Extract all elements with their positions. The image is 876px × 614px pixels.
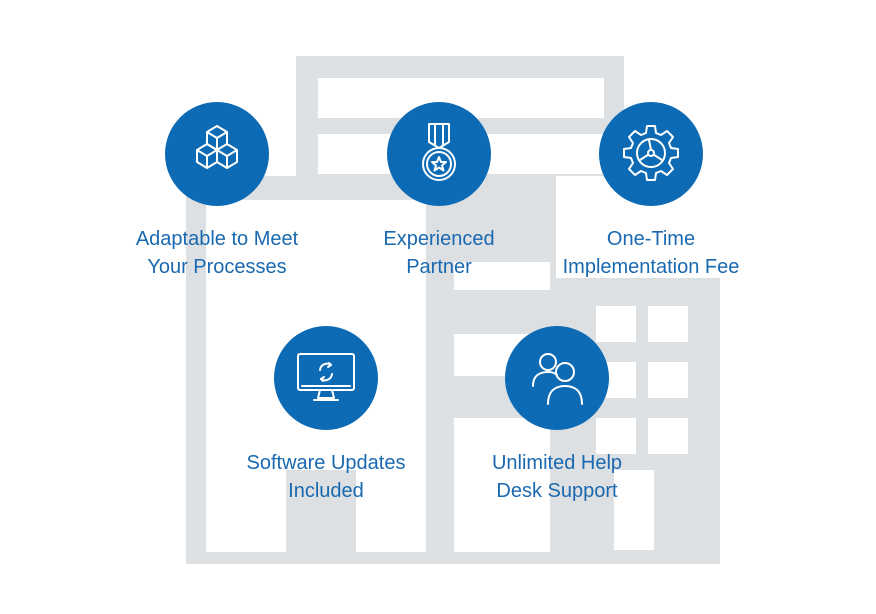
feature-label: One-Time Implementation Fee bbox=[562, 228, 740, 278]
gear-icon bbox=[623, 125, 679, 181]
monitor-refresh-icon bbox=[297, 353, 355, 401]
feature-label: Adaptable to Meet Your Processes bbox=[135, 228, 299, 278]
feature-label: Software Updates Included bbox=[246, 452, 406, 502]
feature-software-updates: Software Updates Included bbox=[196, 326, 456, 505]
feature-experienced-partner: Experienced Partner bbox=[309, 102, 569, 281]
cubes-icon bbox=[196, 125, 238, 169]
feature-adaptable: Adaptable to Meet Your Processes bbox=[87, 102, 347, 281]
feature-one-time-fee: One-Time Implementation Fee bbox=[521, 102, 781, 281]
feature-icon-circle bbox=[599, 102, 703, 206]
feature-icon-circle bbox=[387, 102, 491, 206]
feature-label: Unlimited Help Desk Support bbox=[491, 452, 623, 502]
feature-help-desk: Unlimited Help Desk Support bbox=[427, 326, 687, 505]
feature-icon-circle bbox=[165, 102, 269, 206]
feature-icon-circle bbox=[505, 326, 609, 430]
feature-icon-circle bbox=[274, 326, 378, 430]
medal-icon bbox=[422, 123, 456, 181]
users-icon bbox=[532, 353, 583, 405]
feature-label: Experienced Partner bbox=[383, 228, 495, 278]
